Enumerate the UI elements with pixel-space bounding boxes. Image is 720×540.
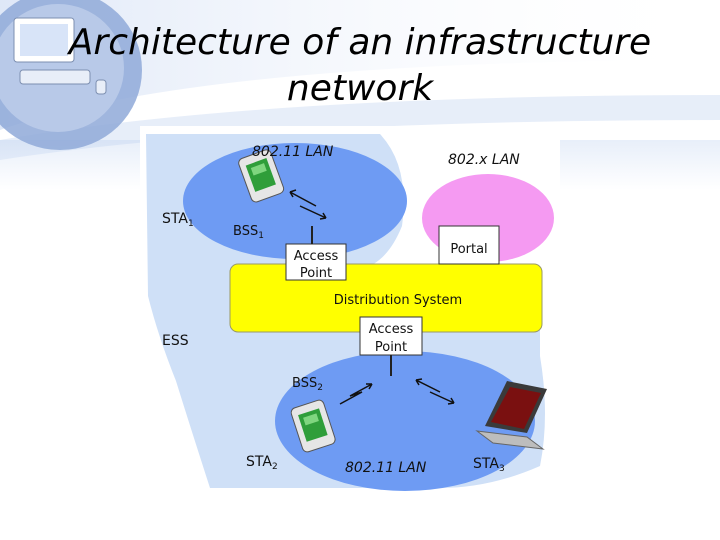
network-diagram: 802.11 LAN 802.x LAN STA1 BSS1 Access Po… <box>140 126 560 496</box>
label-lan-right: 802.x LAN <box>448 152 520 168</box>
label-ap-top-line2: Point <box>300 266 332 281</box>
label-bss1: BSS1 <box>233 224 264 241</box>
label-sta1-main: STA <box>162 211 188 227</box>
label-portal: Portal <box>450 242 487 257</box>
bss2-ellipse <box>275 351 535 491</box>
label-bss1-main: BSS <box>233 224 258 239</box>
sta2-device-icon <box>290 399 336 453</box>
label-ap-top-line1: Access <box>294 249 339 264</box>
label-sta2-sub: 2 <box>272 462 278 472</box>
label-bss2-sub: 2 <box>317 383 323 393</box>
label-distribution-system: Distribution System <box>334 293 462 308</box>
label-bss1-sub: 1 <box>258 231 264 241</box>
title-line-2: network <box>286 68 434 109</box>
label-sta3: STA3 <box>473 456 505 474</box>
title-line-1: Architecture of an infrastructure <box>68 22 652 63</box>
sta3-laptop-icon <box>475 381 547 450</box>
label-sta1-sub: 1 <box>188 219 194 229</box>
label-ap-bottom-line1: Access <box>369 322 414 337</box>
access-point-top <box>285 243 347 281</box>
sta1-device-icon <box>238 149 285 203</box>
label-bss2: BSS2 <box>292 376 323 393</box>
slide-title: Architecture of an infrastructure networ… <box>40 20 680 112</box>
wireless-arrows-bss1 <box>289 189 327 220</box>
label-sta3-sub: 3 <box>499 464 505 474</box>
label-sta2-main: STA <box>246 454 272 470</box>
portal-box <box>438 225 500 265</box>
label-sta3-main: STA <box>473 456 499 472</box>
computer-clipart <box>0 0 142 150</box>
label-sta1: STA1 <box>162 211 194 229</box>
label-lan-bottom: 802.11 LAN <box>345 460 427 476</box>
wireless-zigzag-bss2 <box>339 383 373 405</box>
label-sta2: STA2 <box>246 454 278 472</box>
label-ap-bottom-line2: Point <box>375 340 407 355</box>
bss1-ellipse <box>183 143 407 259</box>
access-point-bottom <box>359 316 423 356</box>
label-ess: ESS <box>162 333 189 349</box>
label-bss2-main: BSS <box>292 376 317 391</box>
label-lan-top: 802.11 LAN <box>252 144 334 160</box>
wireless-arrows-bss2 <box>415 378 455 405</box>
